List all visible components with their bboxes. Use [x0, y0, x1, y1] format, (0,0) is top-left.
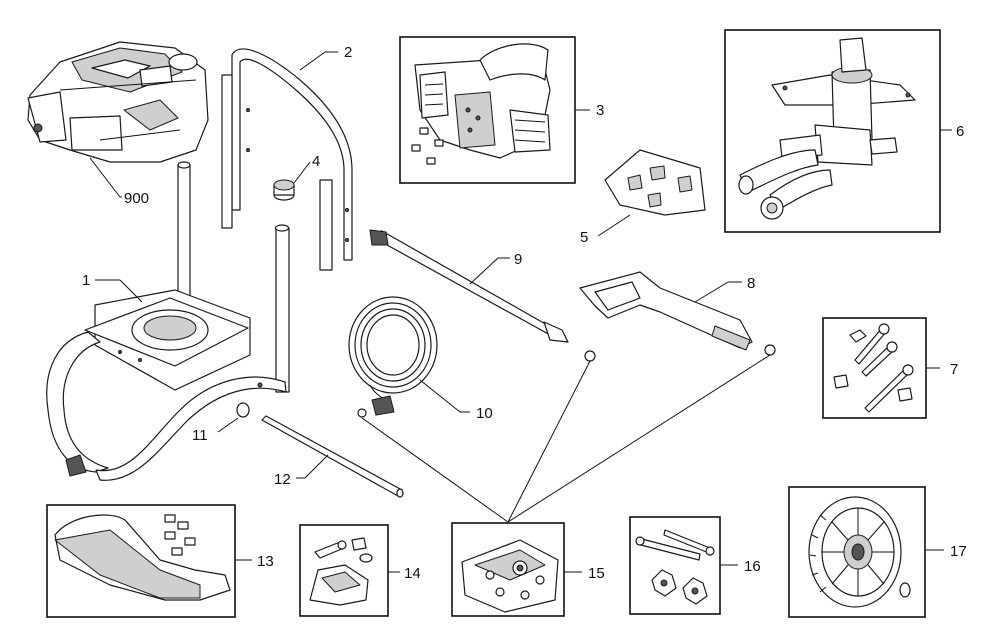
callout-11: 11	[192, 427, 208, 444]
callout-15: 15	[588, 565, 605, 582]
callout-2: 2	[344, 44, 352, 61]
leader-line	[507, 354, 771, 523]
bolt-set-part	[833, 323, 914, 413]
pump-part	[738, 37, 916, 220]
callout-16: 16	[744, 558, 761, 575]
callout-14: 14	[404, 565, 421, 582]
callout-13: 13	[257, 553, 274, 570]
box-part-15	[451, 522, 565, 617]
wand-part	[369, 229, 596, 362]
callout-900: 900	[124, 190, 149, 207]
leader-line	[361, 417, 509, 523]
axle-part	[261, 415, 404, 498]
bracket-part	[411, 43, 551, 165]
wheel-part	[808, 496, 911, 608]
spray-gun-part	[579, 271, 776, 356]
cover-part	[54, 514, 231, 601]
cap-part	[273, 179, 295, 201]
callout-7: 7	[950, 361, 958, 378]
box-part-6	[724, 29, 941, 233]
callout-1: 1	[82, 272, 90, 289]
box-part-17	[788, 486, 926, 618]
callout-9: 9	[514, 251, 522, 268]
callout-5: 5	[580, 229, 588, 246]
callout-10: 10	[476, 405, 493, 422]
callout-17: 17	[950, 543, 967, 560]
foot-part	[309, 537, 373, 606]
box-part-16	[629, 516, 721, 615]
engine-part	[27, 41, 209, 163]
hose-part	[348, 296, 438, 418]
callout-8: 8	[747, 275, 755, 292]
box-part-13	[46, 504, 236, 618]
seal-kit-part	[461, 539, 559, 613]
handle-part	[221, 48, 353, 271]
leader-line	[507, 360, 591, 523]
callout-6: 6	[956, 123, 964, 140]
knob-bolt-part	[635, 529, 715, 605]
box-part-14	[299, 524, 389, 617]
frame-base-part	[46, 161, 290, 481]
callout-3: 3	[596, 102, 604, 119]
callout-12: 12	[274, 471, 291, 488]
callout-4: 4	[312, 153, 320, 170]
oring-part	[236, 402, 250, 418]
nozzle-set-part	[604, 149, 706, 216]
